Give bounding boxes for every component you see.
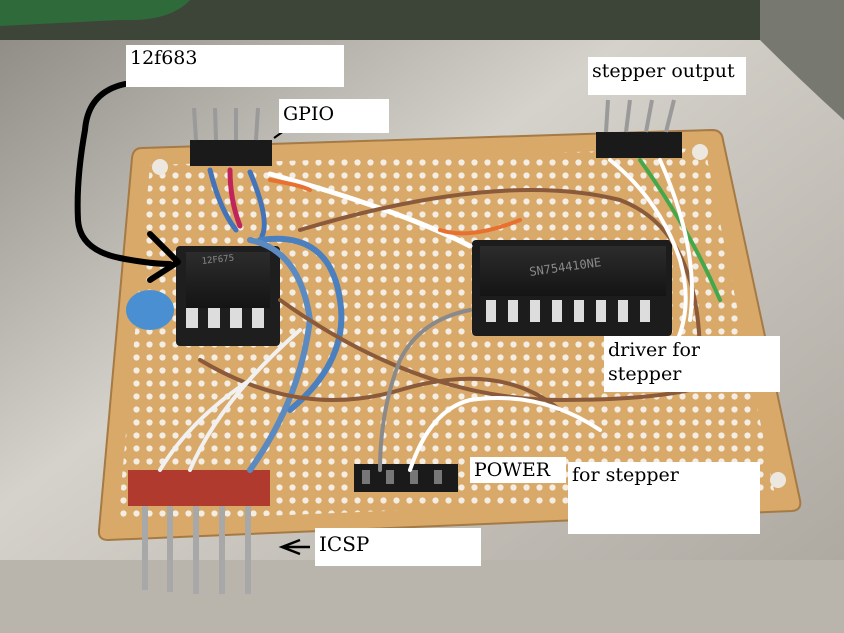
label-for-stepper: for stepper [568, 462, 760, 534]
background-green-object [0, 0, 190, 26]
icsp-header [128, 470, 270, 594]
capacitor [126, 290, 174, 330]
label-driver-for-stepper: driver for stepper [604, 336, 780, 392]
arrow-12f683 [74, 81, 173, 267]
label-icsp: ICSP [315, 528, 481, 566]
mount-hole-br [770, 472, 786, 488]
gpio-header [190, 107, 272, 166]
wiring [158, 158, 722, 473]
mount-hole-tl [152, 159, 168, 175]
table-bottom-edge [0, 560, 844, 633]
label-stepper-output: stepper output [588, 57, 746, 95]
label-gpio: GPIO [279, 99, 389, 133]
mcu-chip: 12F675 [176, 246, 280, 346]
stepper-output-header [596, 99, 682, 158]
mcu-chip-marking: 12F675 [201, 254, 234, 267]
mount-hole-tr [692, 144, 708, 160]
driver-chip: SN754410NE [472, 240, 672, 336]
label-power: POWER [470, 457, 566, 483]
background-right-edge [760, 0, 844, 120]
label-12f683: 12f683 [126, 45, 344, 87]
arrow-12f683-head [147, 231, 181, 283]
power-header [354, 464, 458, 492]
arrow-icsp [278, 538, 310, 556]
